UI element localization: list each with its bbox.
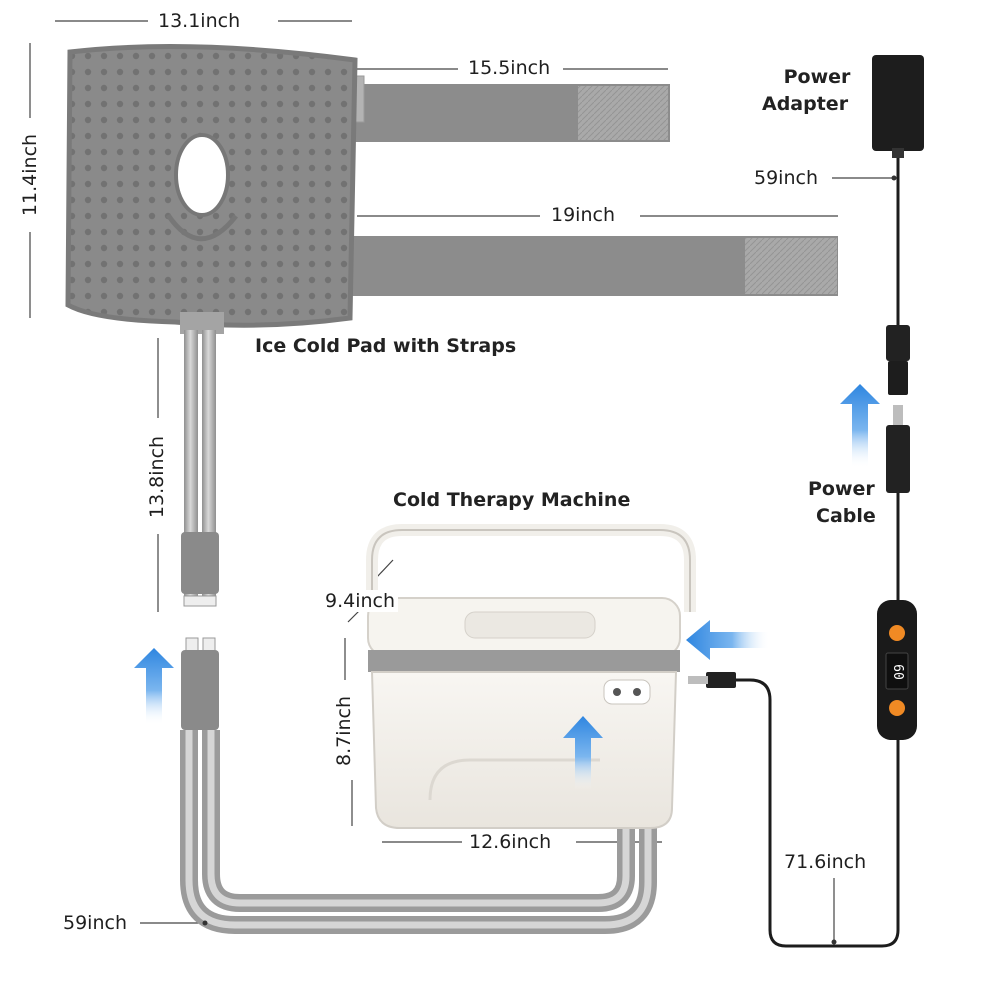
power-adapter-title-2: Adapter: [759, 91, 852, 118]
strap-bottom-length-label: 19inch: [548, 204, 618, 226]
pad-width-label: 13.1inch: [155, 10, 244, 32]
hose-upper: [181, 330, 219, 607]
power-wiring: [724, 148, 900, 948]
cable-connectors: [688, 325, 910, 688]
cooler-machine: [366, 524, 696, 829]
machine-depth-label: 9.4inch: [322, 590, 399, 612]
power-cable-title-1: Power: [805, 476, 878, 503]
hose-long-length-label: 59inch: [60, 912, 130, 934]
flow-arrows: [134, 384, 880, 790]
leader-dots: [202, 175, 897, 945]
power-cable-length-label: 71.6inch: [781, 851, 870, 873]
strap-bottom: [340, 236, 838, 296]
adapter-cord-length-label: 59inch: [751, 167, 821, 189]
power-cable-title-2: Cable: [813, 503, 879, 530]
controller-display: 60: [890, 664, 905, 680]
ice-cold-pad-title: Ice Cold Pad with Straps: [252, 333, 520, 360]
inline-controller: [877, 600, 917, 740]
pad-height-label: 11.4inch: [19, 130, 42, 220]
machine-height-label: 8.7inch: [333, 692, 356, 770]
power-adapter: [872, 55, 924, 158]
power-adapter-title-1: Power: [779, 64, 855, 91]
strap-top-length-label: 15.5inch: [465, 57, 554, 79]
machine-width-label: 12.6inch: [466, 831, 555, 853]
cold-therapy-machine-title: Cold Therapy Machine: [390, 487, 634, 514]
ice-pad: [65, 44, 358, 334]
hose-upper-length-label: 13.8inch: [146, 432, 169, 522]
